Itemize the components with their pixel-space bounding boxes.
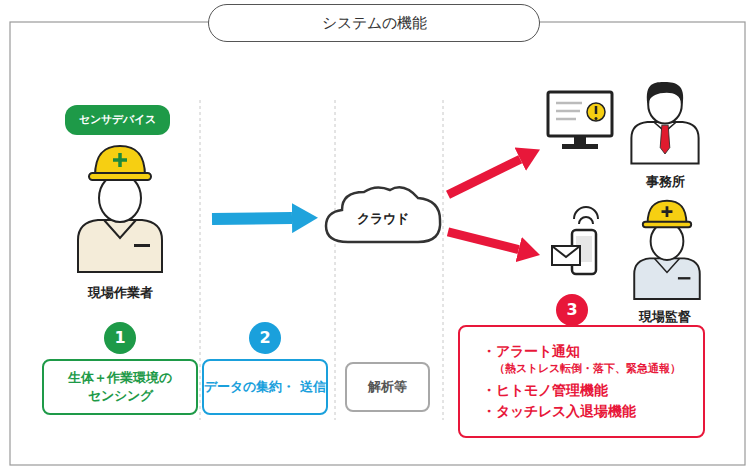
outer-frame <box>10 22 745 465</box>
person-label: 現場作業者 <box>88 284 153 302</box>
feature-list-box: ・アラート通知（熱ストレス転倒・落下、緊急通報） ・ヒトモノ管理機能・タッチレス入… <box>458 325 705 438</box>
function-text: 生体＋作業環境の センシング <box>44 369 196 404</box>
feature-text: ・アラート通知 <box>482 342 580 361</box>
person-label: 事務所 <box>646 173 685 191</box>
function-text: データの集約・ 送信 <box>204 378 326 396</box>
function-box: データの集約・ 送信 <box>202 359 328 414</box>
column-separators <box>200 100 443 420</box>
feature-text: （熱ストレス転倒・落下、緊急通報） <box>482 361 681 375</box>
callout-number: 1 <box>104 322 136 354</box>
title-pill: システムの機能 <box>208 4 540 42</box>
function-text: 解析等 <box>368 378 407 396</box>
data-flow-arrow <box>212 212 292 225</box>
person-label: 現場監督 <box>639 308 691 326</box>
office-person-illustration <box>631 82 698 164</box>
feature-text: ・タッチレス入退場機能 <box>482 402 636 421</box>
device-label: センサデバイス <box>79 113 156 128</box>
phone-icon <box>552 207 598 274</box>
cloud-label: クラウド <box>357 202 409 228</box>
alert-arrow <box>448 232 519 250</box>
device-tag: センサデバイス <box>65 105 170 136</box>
function-box: 解析等 <box>345 362 430 412</box>
callout-number-text: 1 <box>114 330 125 346</box>
cloud-shape: クラウド <box>318 180 448 250</box>
callout-number: 2 <box>249 322 281 354</box>
monitor-icon <box>548 92 612 149</box>
supervisor-figure: 現場監督 <box>540 200 715 290</box>
feature-text: ・ヒトモノ管理機能 <box>482 381 608 400</box>
worker-illustration <box>78 146 162 272</box>
title-text: システムの機能 <box>322 13 427 33</box>
office-figure: 事務所 <box>540 65 715 193</box>
function-box: 生体＋作業環境の センシング <box>42 359 198 414</box>
cloud-outline <box>326 187 440 242</box>
alert-arrow <box>448 159 520 195</box>
worker-figure: 現場作業者 <box>50 136 212 302</box>
callout-number-text: 3 <box>566 302 577 318</box>
callout-number: 3 <box>556 294 588 326</box>
callout-number-text: 2 <box>259 330 270 346</box>
supervisor-illustration <box>634 201 700 299</box>
